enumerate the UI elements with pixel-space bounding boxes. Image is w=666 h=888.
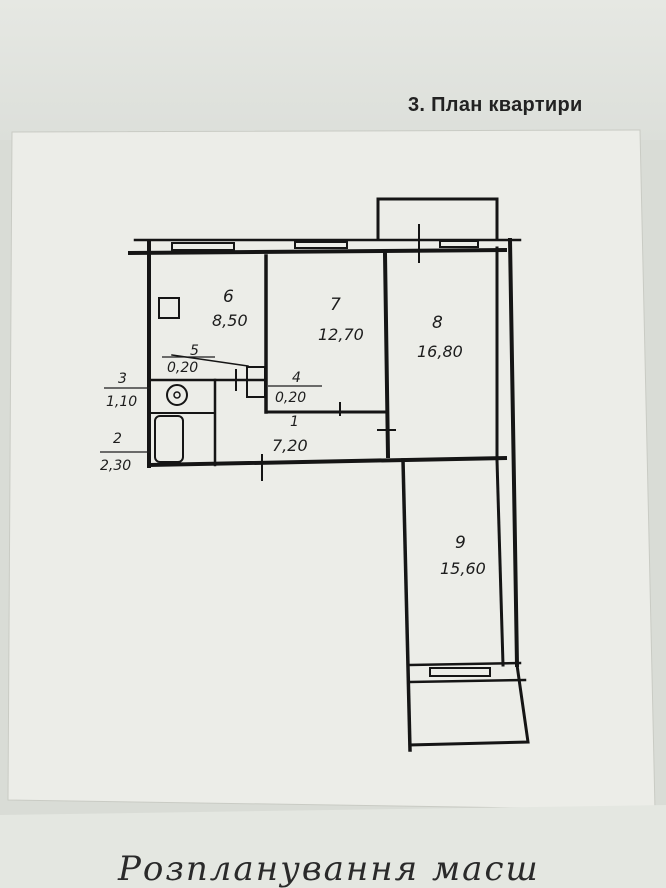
room-5-number: 5 — [190, 343, 199, 359]
room-2-area: 2,30 — [100, 458, 131, 474]
window — [429, 667, 491, 677]
room-3-number: 3 — [118, 371, 127, 387]
handwritten-caption: Розпланування масш — [117, 849, 540, 888]
window — [171, 242, 235, 251]
room-9-area: 15,60 — [440, 559, 486, 578]
room-5-area: 0,20 — [167, 360, 198, 376]
room-labels: 6 8,50 7 12,70 8 16,80 5 0,20 4 0,20 3 1… — [100, 287, 486, 578]
window — [439, 240, 479, 248]
room-3-area: 1,10 — [106, 394, 137, 410]
section-title: 3. План квартири — [408, 94, 583, 116]
room-4-area: 0,20 — [275, 390, 306, 406]
window — [294, 241, 348, 249]
bathtub-icon — [154, 415, 184, 463]
upper-balcony — [376, 197, 499, 240]
room-6-number: 6 — [223, 287, 234, 307]
stove-icon — [158, 297, 180, 319]
room-8-number: 8 — [432, 313, 443, 333]
room-7-number: 7 — [330, 295, 341, 315]
room-8-area: 16,80 — [417, 342, 463, 361]
room-1-number: 1 — [290, 414, 299, 430]
room-2-number: 2 — [113, 431, 122, 447]
lower-balcony — [408, 663, 530, 747]
plan-walls — [127, 197, 530, 752]
room-6-area: 8,50 — [212, 311, 248, 330]
room-7-area: 12,70 — [318, 325, 364, 344]
page-background — [0, 0, 666, 140]
toilet-icon — [166, 384, 188, 406]
room-9-number: 9 — [455, 533, 466, 553]
room-4-number: 4 — [292, 370, 301, 386]
room-1-area: 7,20 — [272, 436, 308, 455]
lower-paper — [0, 805, 666, 888]
